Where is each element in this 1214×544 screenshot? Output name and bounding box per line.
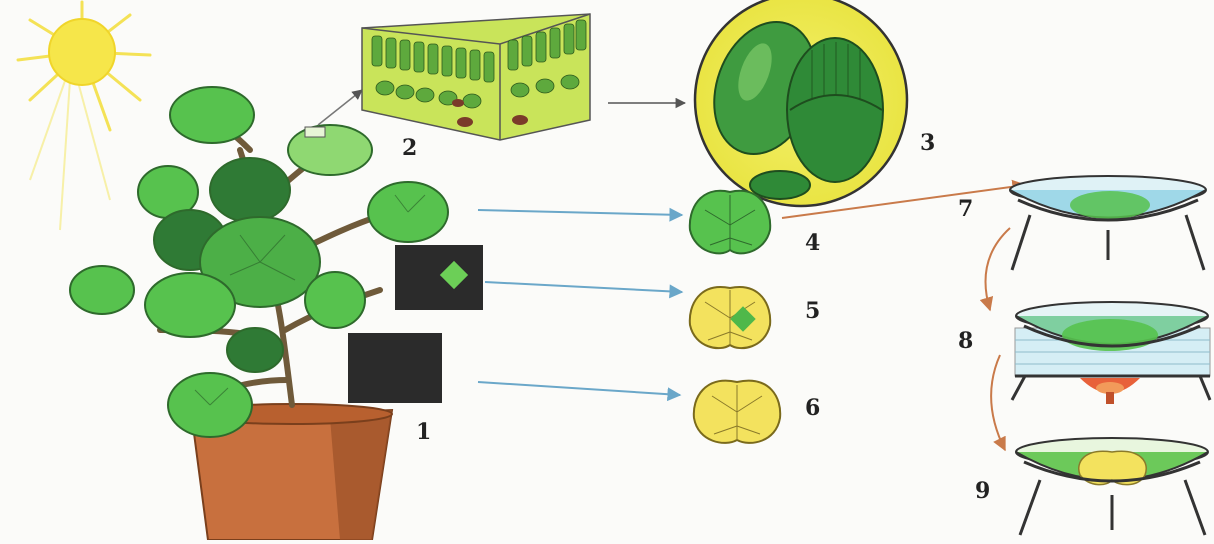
- full-cover: [348, 333, 442, 403]
- partially-covered-leaf: [690, 287, 770, 348]
- arrow-dish-8-to-9: [991, 355, 1005, 450]
- sun-icon: [18, 2, 150, 230]
- arrow-to-leaf-4: [478, 210, 682, 215]
- label-chloroplasts: 3: [920, 132, 935, 154]
- partial-cover: [395, 245, 483, 310]
- label-green-leaf: 4: [805, 232, 820, 254]
- flame-icon: [1080, 378, 1140, 404]
- label-covered-leaf: 6: [805, 397, 820, 419]
- dish-heated-in-water-bath: [1012, 302, 1210, 404]
- label-dish-result: 9: [975, 480, 990, 502]
- arrow-to-leaf-5: [485, 282, 682, 292]
- label-dish-heated: 8: [958, 330, 973, 352]
- covered-leaf: [694, 381, 780, 443]
- dish-with-decolored-leaf: [1016, 438, 1208, 535]
- leaf-cross-section: [362, 14, 590, 140]
- dish-with-leaf-in-water: [1010, 176, 1206, 270]
- arrow-plant-to-section: [318, 90, 362, 125]
- chloroplasts-magnified: [695, 0, 907, 206]
- potted-plant: [70, 87, 448, 540]
- green-leaf: [690, 191, 770, 254]
- label-dish-boiling: 7: [958, 198, 973, 220]
- label-leaf-section: 2: [402, 137, 417, 159]
- label-partly-covered-leaf: 5: [805, 300, 820, 322]
- label-plant: 1: [416, 421, 431, 443]
- arrow-dish-7-to-8: [986, 228, 1011, 310]
- arrow-to-leaf-6: [478, 382, 680, 395]
